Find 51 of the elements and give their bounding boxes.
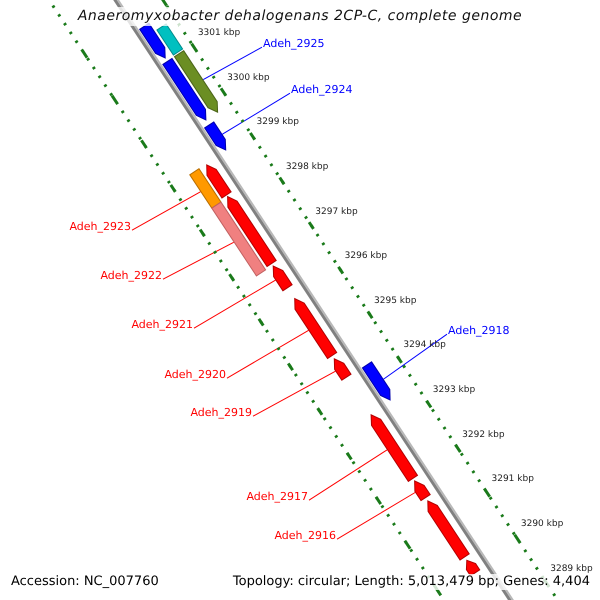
leader-line (383, 334, 448, 380)
gene-block (174, 50, 218, 113)
scale-tick-label: 3299 kbp (256, 117, 299, 128)
gene-block (211, 201, 266, 277)
leader-line (202, 46, 262, 80)
scale-tick-label: 3293 kbp (432, 385, 476, 396)
gene-label: Adeh_2923 (69, 220, 131, 234)
scale-tick-label: 3296 kbp (344, 251, 388, 262)
leader-line (222, 92, 290, 135)
gene-block (162, 58, 206, 121)
gene-label: Adeh_2918 (448, 324, 510, 338)
gene-block (370, 414, 418, 482)
scale-tick-label: 3290 kbp (520, 519, 564, 530)
gene-label: Adeh_2920 (164, 368, 226, 382)
gene-block (156, 23, 184, 56)
gene-label: Adeh_2922 (100, 269, 162, 282)
leader-line (194, 280, 276, 329)
gene-block (362, 361, 391, 401)
leader-line (336, 492, 416, 540)
gene-block (414, 480, 431, 502)
accession-text: Accession: NC_007760 (9, 574, 161, 590)
gene-block (227, 196, 277, 268)
genome-summary-text: Topology: circular; Length: 5,013,479 bp; Genes: 4,404 (230, 574, 592, 590)
gene-block (334, 358, 352, 381)
gene-label: Adeh_2916 (274, 529, 336, 542)
leader-line (226, 330, 309, 379)
leader-line (162, 242, 234, 280)
scale-tick-label: 3298 kbp (286, 162, 328, 173)
gene-label: Adeh_2921 (131, 318, 193, 332)
gene-block (427, 500, 470, 561)
scale-tick-label: 3292 kbp (462, 430, 505, 441)
leader-line (252, 370, 336, 417)
leader-line (308, 449, 388, 501)
gene-block (189, 168, 222, 209)
scale-tick-label: 3300 kbp (227, 72, 270, 84)
gene-label: Adeh_2919 (190, 406, 252, 420)
gene-label: Adeh_2925 (263, 37, 325, 50)
gene-label: Adeh_2917 (246, 490, 308, 504)
leader-line (132, 191, 201, 231)
scale-tick-label: 3289 kbp (550, 564, 593, 574)
gene-block (272, 265, 293, 292)
gene-block (206, 164, 232, 199)
gene-block (466, 560, 480, 577)
scale-tick-label: 3294 kbp (403, 340, 446, 352)
scale-tick-label: 3301 kbp (198, 28, 240, 39)
scale-tick-label: 3295 kbp (374, 296, 416, 307)
scale-tick-label: 3291 kbp (492, 474, 534, 486)
gene-block (204, 121, 226, 151)
scale-tick-label: 3297 kbp (315, 206, 358, 218)
gene-block (294, 298, 338, 360)
gene-label: Adeh_2924 (291, 83, 353, 96)
